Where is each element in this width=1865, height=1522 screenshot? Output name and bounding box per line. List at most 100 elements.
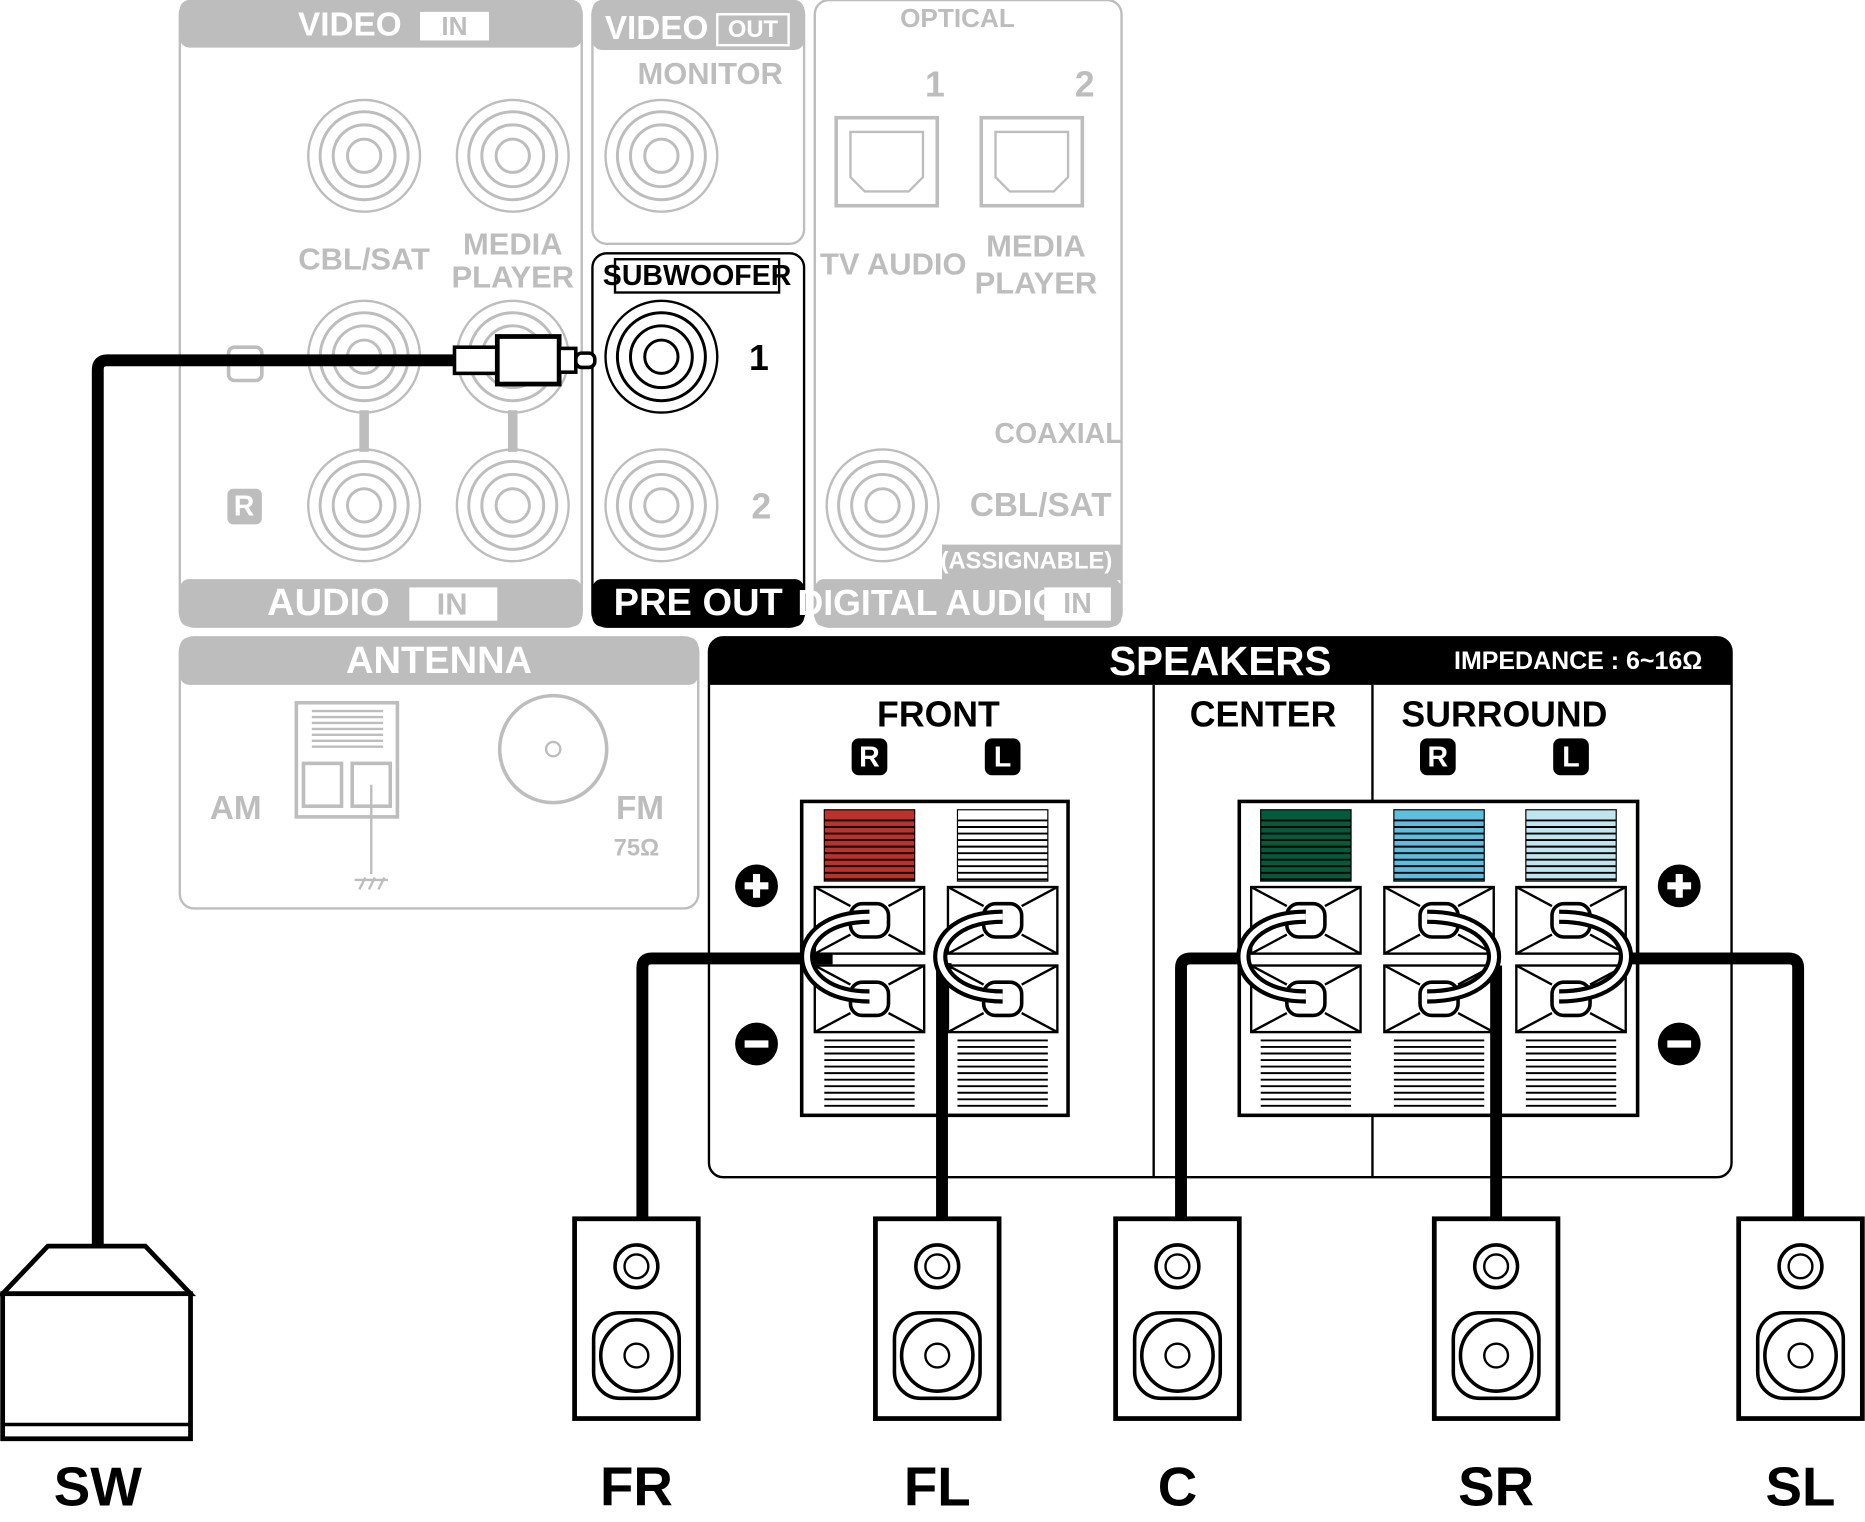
housing-bevel (947, 964, 1058, 1034)
jack-ring (494, 487, 531, 524)
speakers-header (708, 637, 1732, 685)
video-in-badge: IN (441, 11, 467, 41)
audio-in-title: AUDIO (267, 582, 390, 624)
monitor-jack (604, 98, 719, 213)
front-label: FRONT (877, 695, 1000, 735)
audio-video-jack (455, 98, 570, 213)
digital-audio-in-title: DIGITAL AUDIO (798, 583, 1061, 623)
speaker-fr (572, 1216, 701, 1421)
tweeter-dome (1787, 1253, 1814, 1280)
housing-bevel (1383, 964, 1495, 1034)
terminal-color-cap (1525, 809, 1617, 882)
audio-in-badge: IN (437, 587, 468, 622)
subwoofer-jack-2 (604, 448, 719, 563)
video-in-badge-box (420, 11, 489, 41)
pre-out-footer (592, 579, 805, 627)
jack-1-label: 1 (749, 338, 769, 378)
woofer-cap (924, 1342, 951, 1369)
channel-r-badge-box (227, 488, 262, 525)
device-label-fl: FL (904, 1455, 971, 1517)
media-label-1: MEDIA (463, 226, 563, 261)
terminal-color-cap (823, 809, 916, 882)
jack-ring (643, 487, 680, 524)
audio-video-jack (455, 448, 570, 563)
subwoofer-body (0, 1291, 193, 1442)
cbl-sat-label: CBL/SAT (298, 242, 430, 277)
video-out-badge-box (716, 13, 790, 47)
housing-bevel (1515, 964, 1627, 1034)
center-label: CENTER (1190, 695, 1337, 735)
rca-plug-body (494, 334, 562, 387)
audio-video-jack (307, 448, 422, 563)
rca-plug-tip (573, 351, 597, 370)
fm-ohm-label: 75Ω (614, 834, 660, 861)
ground-symbol (354, 784, 388, 890)
woofer-cap (1787, 1342, 1814, 1369)
terminal-color-cap (1393, 809, 1485, 882)
video-out-header (592, 0, 805, 50)
assignable-bar (942, 544, 1122, 581)
wire-loop-core (804, 913, 870, 1000)
antenna-title: ANTENNA (346, 640, 532, 682)
woofer-cap (1164, 1342, 1191, 1369)
housing-bevel (1250, 964, 1362, 1034)
terminal-color-cap (1260, 809, 1352, 882)
subwoofer-cable (91, 354, 500, 1247)
speaker-cable (636, 952, 833, 1219)
coaxial-label: COAXIAL (994, 418, 1122, 450)
plus-icon-glyph (1667, 873, 1692, 898)
tweeter-dome (623, 1253, 650, 1280)
speaker-cable (1624, 952, 1805, 1219)
optical-1-label: 1 (925, 64, 945, 104)
speaker-c (1113, 1216, 1242, 1421)
am-terminal-slot (301, 761, 344, 808)
tv-audio-label: TV AUDIO (820, 246, 967, 281)
video-out-title: VIDEO (605, 10, 709, 47)
channel-badge-box (984, 738, 1021, 776)
digital-media-label-2: PLAYER (975, 265, 1098, 300)
housing-bevel (1250, 885, 1362, 955)
subwoofer-jack-1 (604, 299, 719, 414)
jack-2-label: 2 (751, 487, 771, 527)
digital-audio-in-badge: IN (1063, 588, 1092, 620)
fm-jack (497, 693, 609, 805)
terminal-center (1249, 809, 1362, 1109)
jack-ring (643, 338, 680, 375)
device-label-c: C (1158, 1455, 1198, 1517)
speaker-cable (1175, 952, 1237, 1219)
wire-loop-core (937, 913, 1003, 1000)
subwoofer-label-box (613, 258, 781, 294)
fm-jack-pin (544, 740, 562, 758)
jack-link (508, 410, 518, 452)
audio-in-badge-box (409, 587, 498, 621)
jack-ring (864, 487, 901, 524)
device-label-sl: SL (1766, 1455, 1836, 1517)
plus-icon-glyph (744, 873, 769, 898)
channel-badge-box (851, 738, 888, 776)
housing-bevel (1383, 885, 1495, 955)
housing-bevel (814, 964, 925, 1034)
impedance-label: IMPEDANCE : 6~16Ω (1454, 647, 1702, 675)
optical-2-label: 2 (1075, 64, 1095, 104)
digital-badge-box (1044, 587, 1111, 621)
coaxial-cbl-sat-label: CBL/SAT (970, 487, 1112, 524)
tweeter-dome (1483, 1253, 1510, 1280)
front-l-badge: L (994, 741, 1011, 773)
housing-bevel (814, 885, 925, 955)
tweeter-dome (1164, 1253, 1191, 1280)
terminal-color-cap (956, 809, 1049, 882)
audio-video-jack (307, 98, 422, 213)
terminal-surround-r (1383, 809, 1495, 1109)
subwoofer-top (0, 1243, 197, 1297)
speaker-sr (1431, 1216, 1561, 1421)
woofer-cap (623, 1342, 650, 1369)
monitor-label: MONITOR (637, 56, 782, 91)
optical-port-shape (994, 130, 1070, 193)
antenna-header (179, 637, 699, 685)
woofer-cap (1483, 1342, 1510, 1369)
video-in-title: VIDEO (298, 6, 402, 43)
terminal-front-r (813, 809, 926, 1109)
video-out-badge: OUT (728, 16, 779, 43)
housing-bevel (947, 885, 1058, 955)
